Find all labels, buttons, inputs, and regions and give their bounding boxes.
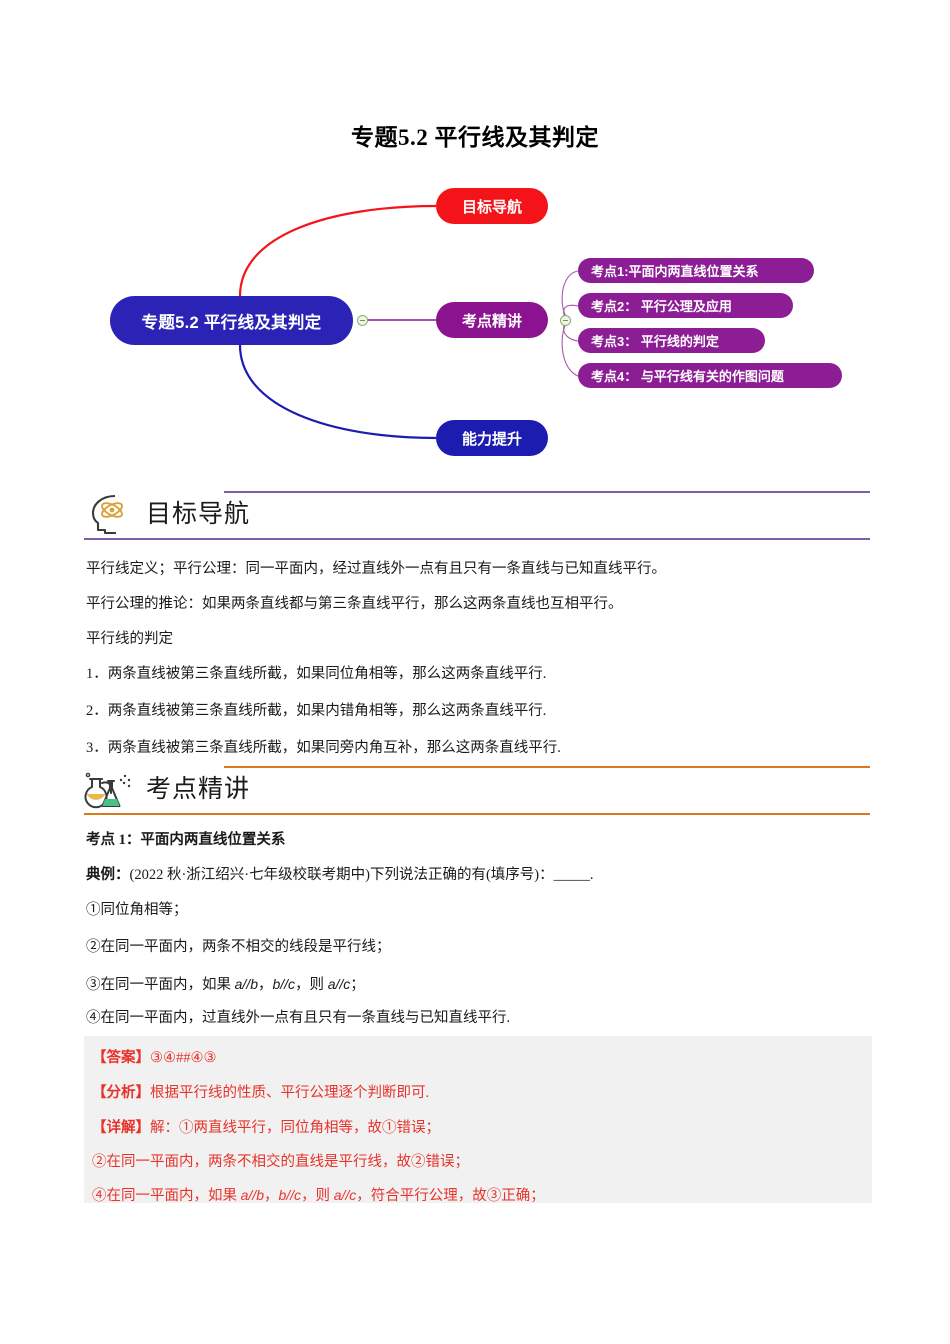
answer-explanation-block: 【答案】③④##④③ 【分析】根据平行线的性质、平行公理逐个判断即可. 【详解】… — [84, 1036, 872, 1204]
goal-line-3: 平行线的判定 — [86, 631, 173, 647]
mindmap-root-node[interactable]: 专题5.2 平行线及其判定 — [110, 296, 353, 345]
mindmap-branch-exam[interactable]: 考点精讲 — [436, 302, 548, 338]
header-rule-top — [224, 766, 870, 768]
exam-option-1: ①同位角相等； — [86, 902, 188, 918]
mindmap-subnode-4[interactable]: 考点4： 与平行线有关的作图问题 — [578, 363, 842, 388]
section-title-goal: 目标导航 — [146, 500, 251, 528]
exam-point-title: 考点 1：平面内两直线位置关系 — [86, 832, 286, 848]
goal-rule-3: 3．两条直线被第三条直线所截，如果同旁内角互补，那么这两条直线平行. — [86, 740, 561, 756]
header-rule-top — [224, 491, 870, 493]
page-title: 专题5.2 平行线及其判定 — [351, 125, 599, 150]
section-header-goal: 目标导航 — [84, 488, 870, 540]
collapse-toggle-root[interactable] — [357, 315, 368, 326]
analysis-label: 【分析】 — [92, 1085, 150, 1101]
goal-rule-2: 2．两条直线被第三条直线所截，如果内错角相等，那么这两条直线平行. — [86, 703, 547, 719]
mindmap-branch-ability[interactable]: 能力提升 — [436, 420, 548, 456]
example-text: (2022 秋·浙江绍兴·七年级校联考期中)下列说法正确的有(填序号)：____… — [129, 867, 594, 883]
answer-line: 【答案】③④##④③ — [92, 1046, 217, 1067]
header-rule-bottom — [84, 813, 870, 815]
answer-value: ③④##④③ — [150, 1050, 217, 1066]
section-title-exam: 考点精讲 — [146, 775, 251, 803]
example-label: 典例： — [86, 867, 130, 883]
mindmap-diagram: 专题5.2 平行线及其判定 目标导航 考点精讲 能力提升 考点1:平面内两直线位… — [0, 175, 950, 475]
answer-label: 【答案】 — [92, 1050, 150, 1066]
section-header-exam: 考点精讲 — [84, 763, 870, 815]
exam-option-3: ③在同一平面内，如果 a//b，b//c，则 a//c； — [86, 976, 365, 993]
exam-option-2: ②在同一平面内，两条不相交的线段是平行线； — [86, 939, 391, 955]
mindmap-subnode-2[interactable]: 考点2： 平行公理及应用 — [578, 293, 793, 318]
goal-rule-1: 1．两条直线被第三条直线所截，如果同位角相等，那么这两条直线平行. — [86, 666, 547, 682]
flask-beaker-icon — [84, 772, 131, 809]
analysis-line: 【分析】根据平行线的性质、平行公理逐个判断即可. — [92, 1081, 429, 1102]
goal-line-1: 平行线定义；平行公理：同一平面内，经过直线外一点有且只有一条直线与已知直线平行。 — [86, 561, 666, 577]
collapse-toggle-exam[interactable] — [560, 315, 571, 326]
exam-option-4: ④在同一平面内，过直线外一点有且只有一条直线与已知直线平行. — [86, 1010, 511, 1026]
header-rule-bottom — [84, 538, 870, 540]
mindmap-branch-goal[interactable]: 目标导航 — [436, 188, 548, 224]
mindmap-subnode-3[interactable]: 考点3： 平行线的判定 — [578, 328, 765, 353]
detail-label: 【详解】 — [92, 1120, 150, 1136]
goal-line-2: 平行公理的推论：如果两条直线都与第三条直线平行，那么这两条直线也互相平行。 — [86, 596, 623, 612]
mindmap-subnode-1[interactable]: 考点1:平面内两直线位置关系 — [578, 258, 814, 283]
detail-line-2: ②在同一平面内，两条不相交的直线是平行线，故②错误； — [92, 1154, 469, 1170]
detail-line-1: 【详解】解：①两直线平行，同位角相等，故①错误； — [92, 1116, 440, 1137]
head-atom-icon — [91, 494, 123, 535]
analysis-text: 根据平行线的性质、平行公理逐个判断即可. — [150, 1085, 430, 1101]
exam-example-line: 典例：(2022 秋·浙江绍兴·七年级校联考期中)下列说法正确的有(填序号)：_… — [86, 868, 876, 883]
detail-text: 解：①两直线平行，同位角相等，故①错误； — [150, 1120, 440, 1136]
detail-line-3: ④在同一平面内，如果 a//b，b//c，则 a//c，符合平行公理，故③正确； — [92, 1187, 545, 1204]
